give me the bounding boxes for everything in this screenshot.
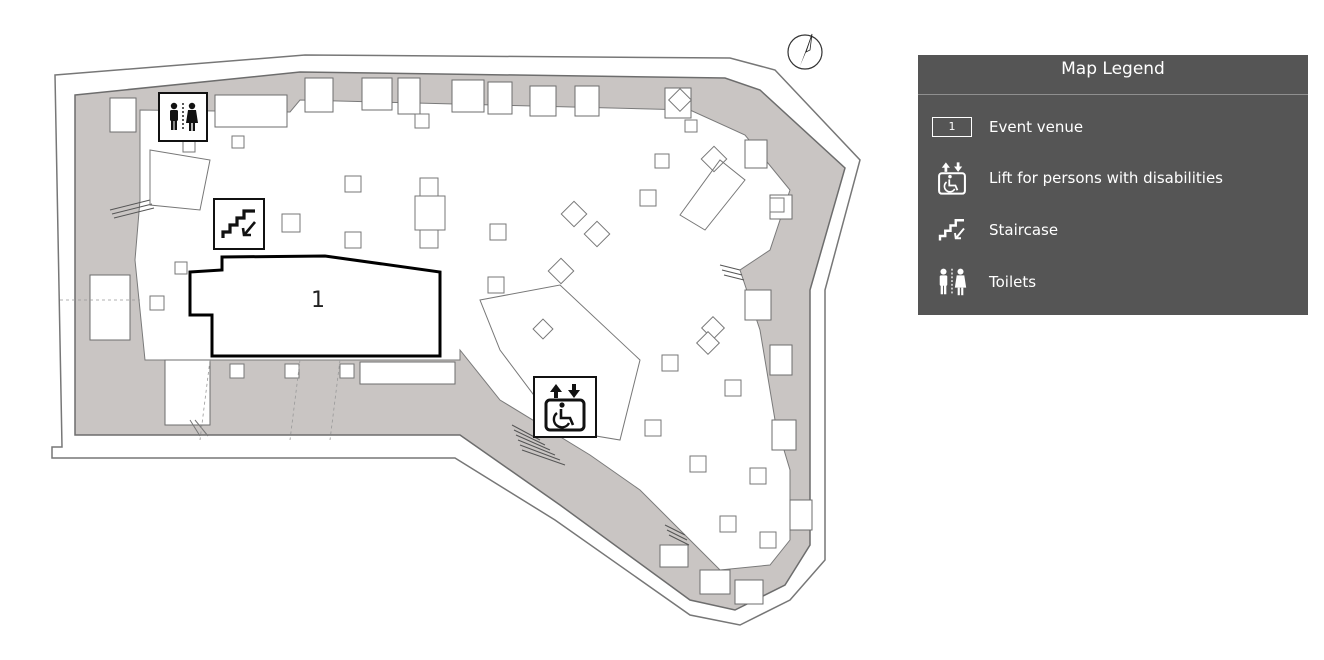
staircase-marker[interactable] — [213, 198, 265, 250]
venue-number-label: 1 — [311, 288, 325, 313]
venue-box-icon: 1 — [930, 109, 974, 145]
north-arrow-icon — [787, 33, 823, 70]
toilets-marker[interactable] — [158, 92, 208, 142]
rotated-markers — [532, 87, 728, 356]
legend-item-toilets: Toilets — [918, 262, 1308, 302]
staircase-icon — [938, 219, 965, 241]
legend-title: Map Legend — [918, 55, 1308, 95]
legend-item-staircase: Staircase — [918, 210, 1308, 250]
dashed-lines — [60, 299, 341, 441]
interior-markers — [149, 113, 785, 549]
legend-label: Staircase — [989, 221, 1059, 239]
wheelchair-lift-marker[interactable] — [533, 376, 597, 438]
floor-plan-drawing — [51, 33, 861, 626]
legend-label: Lift for persons with disabilities — [989, 169, 1223, 187]
stair-hatching — [109, 199, 745, 546]
toilets-icon — [939, 268, 967, 296]
legend-label: Toilets — [989, 273, 1037, 291]
map-legend: Map Legend 1 Event venue Lift for person… — [918, 55, 1308, 315]
legend-label: Event venue — [989, 118, 1084, 136]
event-venue-area[interactable] — [188, 254, 442, 358]
perimeter-rooms — [89, 77, 813, 605]
legend-item-event-venue: 1 Event venue — [918, 107, 1308, 147]
toilets-icon — [170, 102, 198, 131]
legend-item-lift: Lift for persons with disabilities — [918, 158, 1308, 198]
wheelchair-lift-icon — [544, 384, 586, 432]
wheelchair-lift-icon — [938, 162, 966, 195]
staircase-icon — [221, 209, 256, 238]
floor-plan-map: 1 — [51, 33, 861, 626]
gallery-structures — [149, 149, 746, 441]
